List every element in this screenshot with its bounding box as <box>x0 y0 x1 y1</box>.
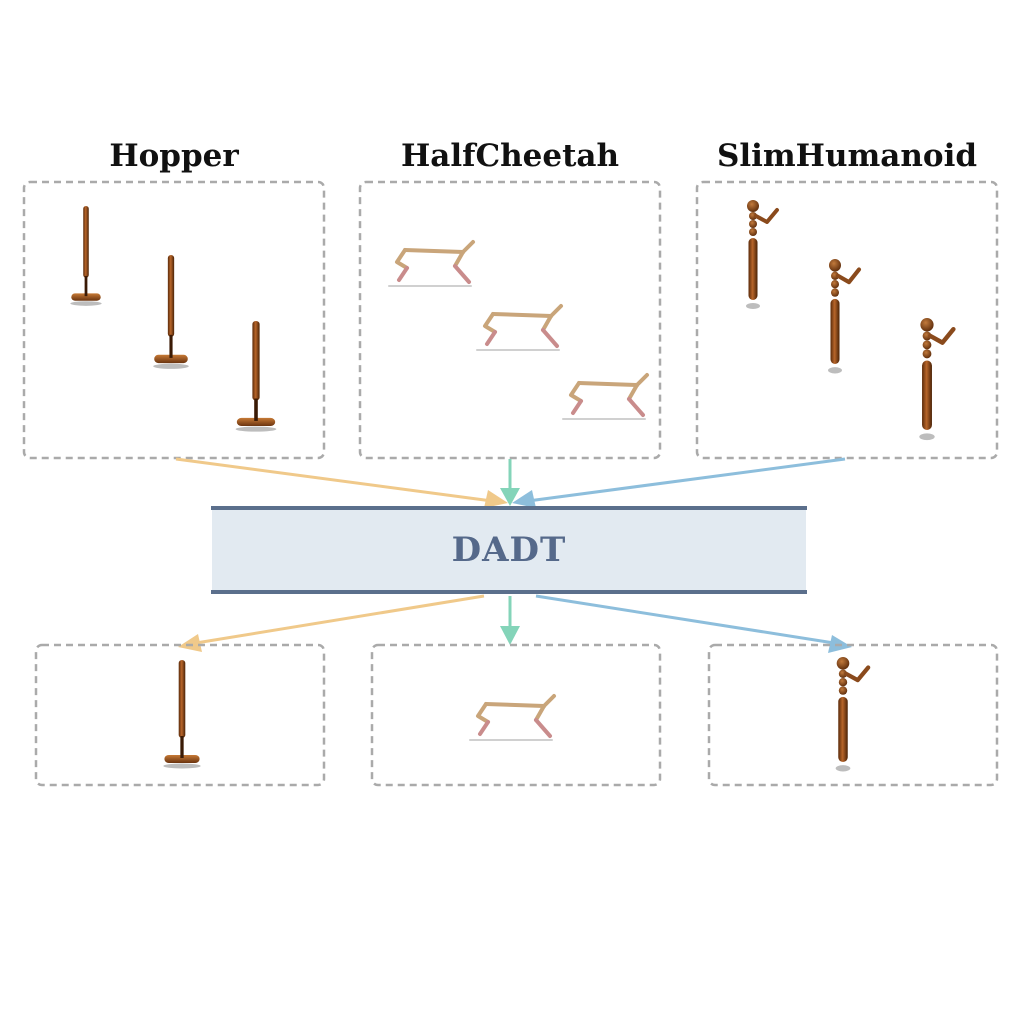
slimhumanoid-output-figure <box>836 657 869 771</box>
halfcheetah-figure-2 <box>475 304 563 352</box>
slimhumanoid-input-arrowhead <box>512 490 536 508</box>
halfcheetah-output-figure <box>468 694 556 742</box>
dadt-box <box>212 508 806 592</box>
halfcheetah-figure-1 <box>387 240 475 288</box>
hopper-input-arrowhead <box>484 490 508 508</box>
hopper-output-arrowhead <box>178 634 202 652</box>
halfcheetah-output-panel <box>370 643 662 787</box>
slimhumanoid-panel <box>695 180 999 460</box>
hopper-figure-small <box>70 206 102 306</box>
slimhumanoid-title: SlimHumanoid <box>716 138 978 174</box>
hopper-output-panel <box>34 643 326 787</box>
slimhumanoid-input-arrow <box>527 457 846 503</box>
halfcheetah-output-arrowhead <box>500 626 520 645</box>
slimhumanoid-figure-3 <box>919 318 953 440</box>
dadt-label: DADT <box>451 530 567 570</box>
hopper-figure-medium <box>153 255 189 369</box>
slimhumanoid-figure-2 <box>828 259 859 373</box>
hopper-panel <box>22 180 326 460</box>
slimhumanoid-output-panel <box>707 643 999 787</box>
halfcheetah-input-arrowhead <box>500 488 520 506</box>
hopper-output-arrow <box>195 594 485 645</box>
hopper-output-figure <box>163 660 201 769</box>
hopper-input-arrow <box>175 457 493 503</box>
hopper-title: Hopper <box>109 138 239 174</box>
slimhumanoid-figure-1 <box>744 198 779 311</box>
halfcheetah-title: HalfCheetah <box>400 138 620 174</box>
hopper-figure-large <box>235 321 277 432</box>
slimhumanoid-output-arrow <box>535 594 835 645</box>
halfcheetah-figure-3 <box>561 373 649 421</box>
halfcheetah-panel <box>358 180 662 460</box>
